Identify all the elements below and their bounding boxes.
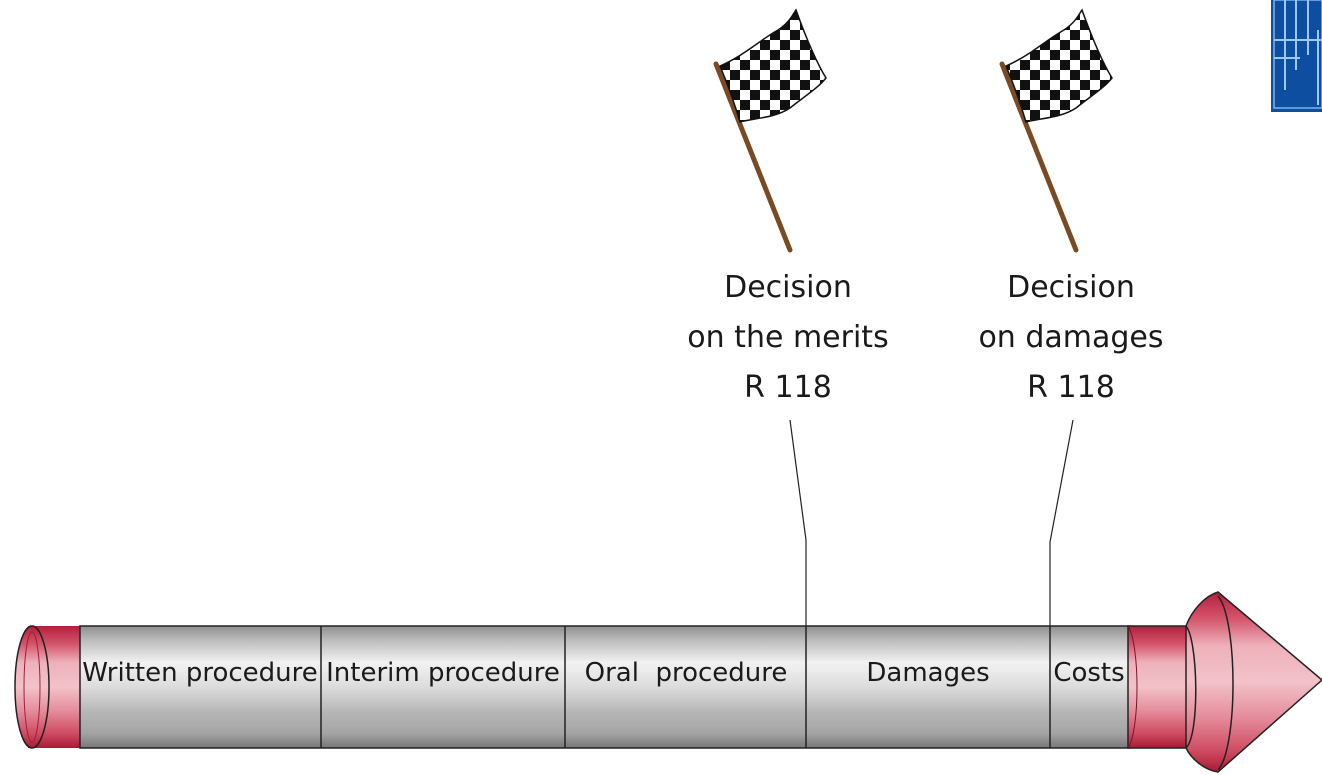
milestone-damages: Decision on damages R 118	[978, 270, 1163, 405]
milestone-merits: Decision on the merits R 118	[687, 270, 888, 405]
milestone-subtitle: on the merits	[687, 320, 888, 355]
milestone-rule: R 118	[1027, 370, 1115, 405]
timeline-tube	[14, 591, 1322, 773]
segment-label-costs: Costs	[1053, 658, 1124, 688]
connector-line	[1049, 419, 1074, 628]
segment-label-written: Written procedure	[82, 658, 318, 688]
milestone-rule: R 118	[744, 370, 832, 405]
connector-line	[789, 419, 807, 628]
milestone-title: Decision	[1007, 270, 1135, 305]
segment-label-interim: Interim procedure	[326, 658, 560, 688]
milestone-subtitle: on damages	[978, 320, 1163, 355]
milestone-title: Decision	[724, 270, 852, 305]
checkered-flag-icon	[999, 8, 1113, 253]
logo-icon	[1271, 0, 1322, 112]
checkered-flag-icon	[713, 8, 827, 253]
segment-label-oral: Oral procedure	[585, 658, 788, 688]
segment-label-damages: Damages	[866, 658, 989, 688]
